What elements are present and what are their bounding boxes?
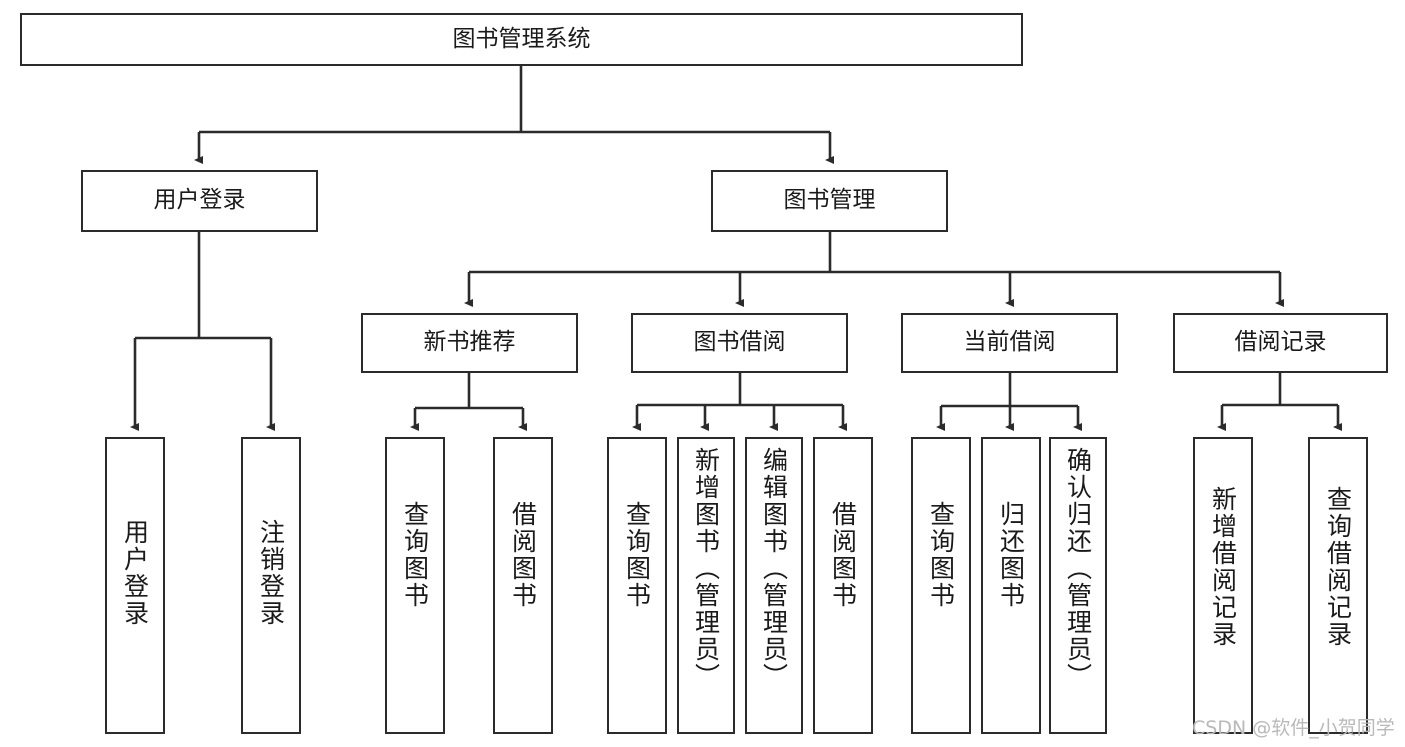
leaf-new-book-borrow-book[interactable]: 借阅图书 <box>493 437 553 734</box>
node-label: 查询图书 <box>400 501 430 609</box>
leaf-book-borrow-query-book[interactable]: 查询图书 <box>607 437 667 734</box>
node-label: 查询图书 <box>622 501 652 609</box>
leaf-book-borrow-edit-book-admin[interactable]: 编辑图书（管理员） <box>745 437 803 734</box>
watermark-label: CSDN @软件_小贺同学 <box>1192 717 1395 739</box>
node-label: 新增图书（管理员） <box>691 447 721 690</box>
node-book-borrow[interactable]: 图书借阅 <box>631 313 848 373</box>
leaf-user-login-logout[interactable]: 注销登录 <box>241 437 301 734</box>
node-borrow-record[interactable]: 借阅记录 <box>1173 313 1388 373</box>
node-current-borrow[interactable]: 当前借阅 <box>901 313 1118 373</box>
node-label: 图书借阅 <box>693 329 786 356</box>
watermark-text: CSDN @软件_小贺同学 <box>1192 713 1395 740</box>
leaf-book-borrow-add-book-admin[interactable]: 新增图书（管理员） <box>677 437 735 734</box>
leaf-current-borrow-return-book[interactable]: 归还图书 <box>981 437 1041 734</box>
leaf-current-borrow-query-book[interactable]: 查询图书 <box>911 437 971 734</box>
node-label: 当前借阅 <box>963 329 1056 356</box>
leaf-borrow-record-add-record[interactable]: 新增借阅记录 <box>1193 437 1253 734</box>
leaf-current-borrow-confirm-return-admin[interactable]: 确认归还（管理员） <box>1049 437 1107 734</box>
node-label: 用户登录 <box>153 187 246 214</box>
leaf-user-login-login[interactable]: 用户登录 <box>105 437 165 734</box>
node-label: 用户登录 <box>120 519 150 627</box>
node-label: 归还图书 <box>996 501 1026 609</box>
node-label: 注销登录 <box>256 519 286 627</box>
node-label: 图书管理系统 <box>452 25 591 52</box>
node-label: 查询图书 <box>926 501 956 609</box>
node-label: 借阅记录 <box>1234 329 1327 356</box>
node-book-management[interactable]: 图书管理 <box>711 170 948 232</box>
node-book-management-system[interactable]: 图书管理系统 <box>20 13 1023 66</box>
node-label: 编辑图书（管理员） <box>759 447 789 690</box>
node-label: 查询借阅记录 <box>1323 486 1353 648</box>
leaf-new-book-query-book[interactable]: 查询图书 <box>385 437 445 734</box>
node-label: 新书推荐 <box>423 329 516 356</box>
node-user-login[interactable]: 用户登录 <box>81 170 318 232</box>
node-label: 图书管理 <box>783 187 876 214</box>
node-label: 借阅图书 <box>508 501 538 609</box>
node-new-book-recommend[interactable]: 新书推荐 <box>361 313 578 373</box>
node-label: 确认归还（管理员） <box>1063 447 1093 690</box>
leaf-book-borrow-borrow-book[interactable]: 借阅图书 <box>813 437 873 734</box>
node-label: 借阅图书 <box>828 501 858 609</box>
leaf-borrow-record-query-record[interactable]: 查询借阅记录 <box>1308 437 1368 734</box>
node-label: 新增借阅记录 <box>1208 486 1238 648</box>
